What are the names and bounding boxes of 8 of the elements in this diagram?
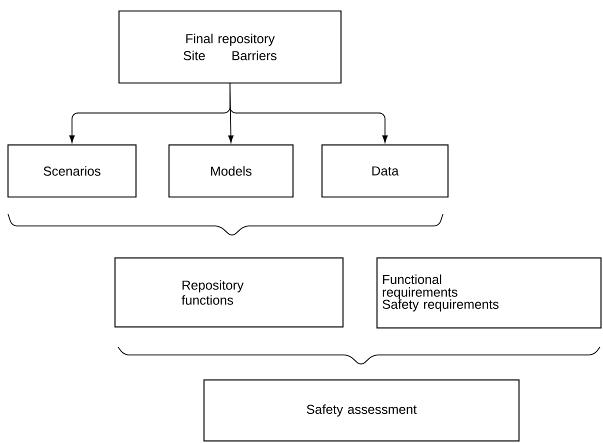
process-box: Data [321, 144, 449, 198]
process-box: Repository functions [114, 257, 344, 328]
process-box: Safety assessment [203, 379, 520, 442]
process-box: Final repository Site Barriers [118, 10, 342, 84]
arrow [230, 83, 388, 143]
process-box: Functional requirements Safety requirements [376, 257, 602, 329]
process-box: Models [168, 144, 294, 198]
process-box: Scenarios [7, 144, 137, 198]
